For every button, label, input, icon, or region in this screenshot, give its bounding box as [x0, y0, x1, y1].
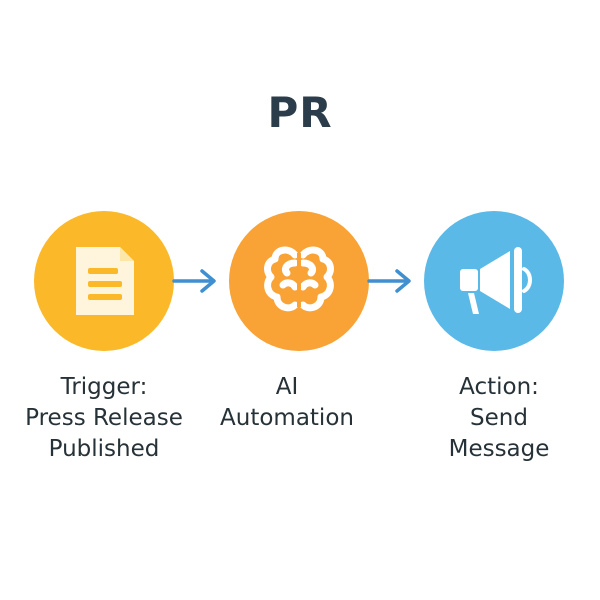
label-line: Automation: [220, 405, 354, 431]
brain-icon: [229, 211, 369, 351]
label-line: AI: [275, 374, 299, 400]
label-line: Message: [448, 436, 550, 462]
arrow-icon: [367, 269, 411, 293]
label-line: Trigger:: [60, 374, 148, 400]
arrow-icon: [172, 269, 216, 293]
diagram-title: PR: [267, 88, 333, 137]
action-label: Action: Send Message: [404, 372, 594, 465]
label-line: Press Release: [25, 405, 183, 431]
label-line: Send: [470, 405, 528, 431]
trigger-label: Trigger: Press Release Published: [9, 372, 199, 465]
label-line: Published: [48, 436, 160, 462]
megaphone-icon: [424, 211, 564, 351]
label-line: Action:: [459, 374, 539, 400]
trigger-node: [34, 211, 174, 351]
action-node: [424, 211, 564, 351]
ai-automation-node: [229, 211, 369, 351]
document-icon: [34, 211, 174, 351]
ai-automation-label: AI Automation: [192, 372, 382, 434]
